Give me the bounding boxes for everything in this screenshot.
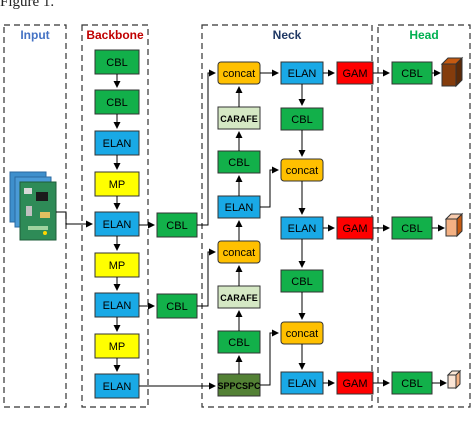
backbone-mp-1-label: MP (109, 179, 126, 191)
backbone-elan-4-label: ELAN (103, 381, 132, 393)
neck-cbl-4-label: CBL (291, 276, 312, 288)
neck-elan-1-label: ELAN (225, 202, 254, 214)
figure-caption-fragment: Figure 1. (0, 0, 55, 10)
neck-carafe-1-label: CARAFE (220, 114, 258, 124)
side-cbl-1-label: CBL (166, 220, 187, 232)
output-cube-medium (444, 212, 464, 238)
input-title: Input (20, 28, 49, 42)
connectors (56, 69, 447, 390)
neck-concat-2-label: concat (223, 247, 255, 259)
neck-title: Neck (273, 28, 302, 42)
backbone-mp-1 (94, 171, 140, 197)
side-cbl-2-label: CBL (166, 301, 187, 313)
backbone-mp-2 (94, 252, 140, 278)
backbone-elan-4 (94, 373, 140, 399)
backbone-elan-2-label: ELAN (103, 219, 132, 231)
gam-1-label: GAM (342, 68, 367, 80)
neck-concat-1-label: concat (223, 68, 255, 80)
neck-cbl-3-label: CBL (291, 114, 312, 126)
head-title: Head (409, 28, 438, 42)
neck-section (201, 24, 373, 408)
backbone-mp-3-label: MP (109, 341, 126, 353)
head-cbl-1-label: CBL (401, 68, 422, 80)
backbone-cbl-2-label: CBL (106, 97, 127, 109)
neck-sppcspc-label: SPPCSPC (217, 381, 261, 391)
backbone-cbl-2 (94, 89, 140, 115)
head-cbl-3-label: CBL (401, 378, 422, 390)
neck-concat-4-label: concat (286, 328, 318, 340)
gam-3-label: GAM (342, 378, 367, 390)
backbone-elan-3 (94, 292, 140, 318)
neck-elan-2-label: ELAN (288, 68, 317, 80)
head-section (377, 24, 471, 408)
neck-cbl-2-label: CBL (228, 337, 249, 349)
neck-cbl-1-label: CBL (228, 157, 249, 169)
output-cube-large (440, 56, 464, 88)
backbone-elan-1-label: ELAN (103, 138, 132, 150)
backbone-mp-2-label: MP (109, 260, 126, 272)
neck-elan-3-label: ELAN (288, 223, 317, 235)
neck-elan-4-label: ELAN (288, 378, 317, 390)
backbone-cbl-1-label: CBL (106, 57, 127, 69)
output-cube-small (446, 369, 462, 390)
side-cbl-1 (156, 212, 198, 238)
neck-concat-3-label: concat (286, 165, 318, 177)
head-cbl-2-label: CBL (401, 223, 422, 235)
backbone-mp-3 (94, 333, 140, 359)
neck-carafe-2-label: CARAFE (220, 293, 258, 303)
backbone-section (81, 24, 149, 408)
input-image-stack (9, 171, 57, 241)
gam-2-label: GAM (342, 223, 367, 235)
backbone-title: Backbone (86, 28, 144, 42)
backbone-elan-3-label: ELAN (103, 300, 132, 312)
